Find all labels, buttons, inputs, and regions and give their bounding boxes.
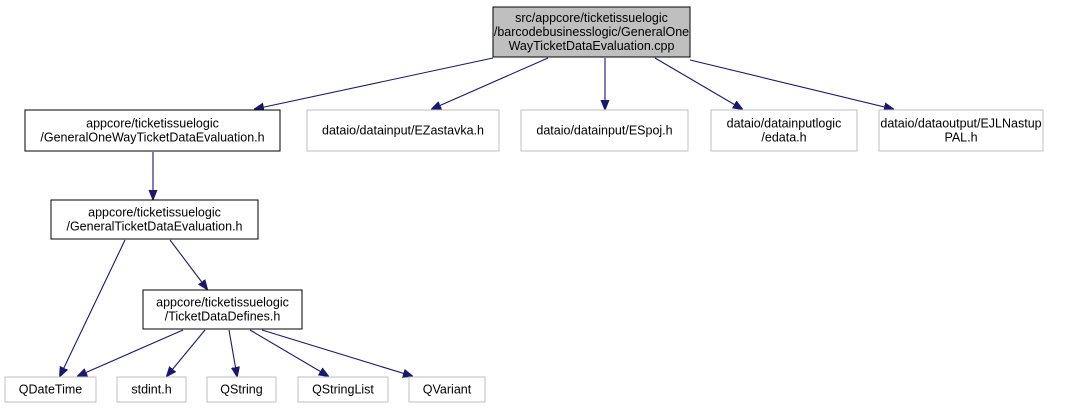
node-box [297, 376, 389, 403]
node-label-line: src/appcore/ticketissuelogic [515, 11, 668, 25]
node-label-line: dataio/datainput/ESpoj.h [536, 124, 672, 138]
edge-ticketdatadefines-h-to-qdatetime [78, 329, 184, 376]
node-box [116, 376, 187, 403]
node-box [24, 109, 281, 152]
node-general-oneway-ticket-data-evaluation-h[interactable]: appcore/ticketissuelogic/GeneralOneWayTi… [24, 109, 281, 152]
node-label-line: /edata.h [761, 131, 806, 145]
node-label-line: /TicketDataDefines.h [165, 310, 281, 324]
node-box [710, 109, 858, 152]
node-label-line: appcore/ticketissuelogic [156, 296, 289, 310]
node-label-line: QVariant [423, 383, 472, 397]
node-qstringlist: QStringList [297, 376, 389, 403]
node-ezastavka-h: dataio/datainput/EZastavka.h [306, 109, 500, 152]
node-label-line: stdint.h [131, 383, 171, 397]
node-label-line: /GeneralOneWayTicketDataEvaluation.h [40, 131, 264, 145]
node-box [408, 376, 486, 403]
node-box [50, 199, 259, 240]
edge-ticketdatadefines-h-to-stdint-h [167, 329, 206, 376]
node-qstring: QString [206, 376, 277, 403]
edge-root-to-general-oneway-h [255, 57, 494, 109]
edges-layer [60, 57, 893, 376]
node-label-line: dataio/dataoutput/EJLNastup [880, 117, 1041, 131]
node-label-line: WayTicketDataEvaluation.cpp [509, 39, 675, 53]
node-box [306, 109, 500, 152]
node-general-ticket-data-evaluation-h[interactable]: appcore/ticketissuelogic/GeneralTicketDa… [50, 199, 259, 240]
edge-ticketdatadefines-h-to-qvariant [261, 329, 412, 376]
edge-ticketdatadefines-h-to-qstring [228, 329, 237, 376]
node-label-line: QStringList [312, 383, 374, 397]
node-stdint-h: stdint.h [116, 376, 187, 403]
edge-general-ticket-h-to-ticketdatadefines-h [169, 239, 207, 289]
node-ticket-data-defines-h[interactable]: appcore/ticketissuelogic/TicketDataDefin… [142, 289, 303, 330]
node-box [520, 109, 689, 152]
node-label-line: dataio/datainput/EZastavka.h [322, 124, 484, 138]
node-box [206, 376, 277, 403]
edge-general-ticket-h-to-qdatetime [60, 239, 126, 376]
node-label-line: dataio/datainputlogic [727, 117, 842, 131]
node-edata-h: dataio/datainputlogic/edata.h [710, 109, 858, 152]
edge-root-to-ejlnastup-h [689, 59, 893, 109]
node-box [4, 376, 97, 403]
node-label-line: appcore/ticketissuelogic [86, 117, 219, 131]
node-box [142, 289, 303, 330]
node-box [878, 109, 1044, 152]
edge-root-to-ezastavka-h [432, 57, 549, 109]
node-box [492, 6, 691, 58]
node-qvariant: QVariant [408, 376, 486, 403]
node-label-line: QDateTime [19, 383, 82, 397]
node-label-line: /GeneralTicketDataEvaluation.h [66, 220, 242, 234]
node-label-line: PAL.h [944, 131, 977, 145]
node-espoj-h: dataio/datainput/ESpoj.h [520, 109, 689, 152]
node-label-line: QString [220, 383, 262, 397]
node-qdatetime: QDateTime [4, 376, 97, 403]
node-label-line: appcore/ticketissuelogic [88, 206, 221, 220]
nodes-layer: src/appcore/ticketissuelogic/barcodebusi… [4, 6, 1044, 403]
edge-ticketdatadefines-h-to-qstringlist [249, 329, 328, 376]
node-root-general-oneway-cpp[interactable]: src/appcore/ticketissuelogic/barcodebusi… [492, 6, 691, 58]
edge-root-to-edata-h [654, 57, 742, 109]
node-label-line: /barcodebusinesslogic/GeneralOne [494, 25, 689, 39]
